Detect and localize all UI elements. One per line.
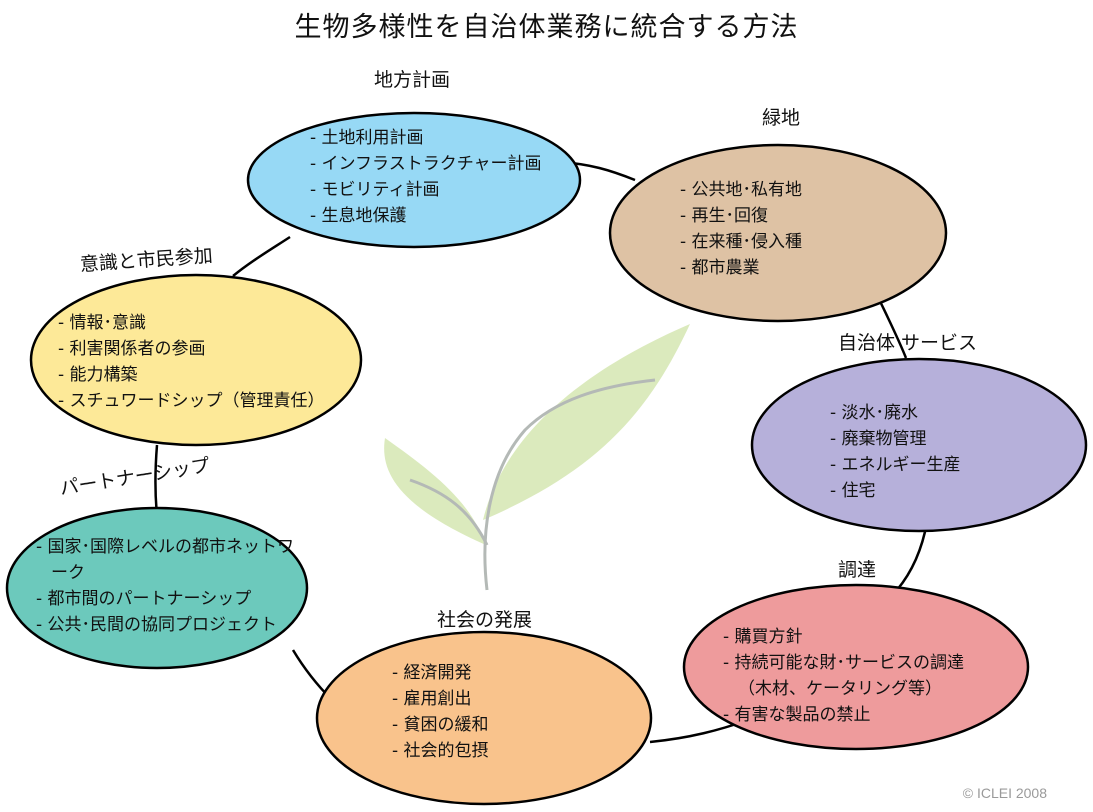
list-item: インフラストラクチャー計画 [310,151,542,177]
list-item: 再生･回復 [680,203,802,229]
node-label-procurement: 調達 [838,559,877,581]
list-item: 在来種･侵入種 [680,229,803,255]
list-item: 雇用創出 [392,686,489,712]
list-item: 有害な製品の禁止 [723,702,985,728]
node-items-municipal-services: 淡水･廃水 廃棄物管理 エネルギー生産 住宅 [830,400,961,504]
node-items-social-development: 経済開発 雇用創出 貧困の緩和 社会的包摂 [392,660,489,764]
node-items-procurement: 購買方針 持続可能な財･サービスの調達（木材、ケータリング等） 有害な製品の禁止 [723,624,985,728]
list-item: 情報･意識 [58,310,325,336]
list-item: 公共地･私有地 [680,177,803,203]
list-item: 利害関係者の参画 [58,336,325,362]
node-label-social-development: 社会の発展 [437,609,533,631]
list-item: モビリティ計画 [310,177,542,203]
list-item: 能力構築 [58,362,325,388]
sprout-stem [483,378,656,591]
node-items-local-planning: 土地利用計画 インフラストラクチャー計画 モビリティ計画 生息地保護 [310,125,542,229]
leaf-right [483,324,690,520]
list-item: 淡水･廃水 [830,400,961,426]
connector-line [232,235,291,277]
list-item: 社会的包摂 [392,738,489,764]
node-label-municipal-services: 自治体 サービス [838,332,978,354]
list-item: 廃棄物管理 [830,426,961,452]
list-item: エネルギー生産 [830,452,961,478]
list-item: スチュワードシップ（管理責任） [58,388,325,414]
list-item: 購買方針 [723,624,985,650]
node-items-awareness: 情報･意識 利害関係者の参画 能力構築 スチュワードシップ（管理責任） [58,310,325,414]
sprout-branch [409,478,489,546]
list-item: 生息地保護 [310,203,542,229]
node-items-green-space: 公共地･私有地 再生･回復 在来種･侵入種 都市農業 [680,177,803,281]
list-item: 持続可能な財･サービスの調達（木材、ケータリング等） [723,650,985,702]
list-item: 都市農業 [680,255,802,281]
list-item: 住宅 [830,478,961,504]
list-item: 公共･民間の協同プロジェクト [36,612,298,638]
sprout-illustration [384,324,690,591]
copyright-notice: © ICLEI 2008 [962,785,1047,801]
diagram-title: 生物多様性を自治体業務に統合する方法 [294,12,799,43]
list-item: 貧困の緩和 [392,712,489,738]
list-item: 都市間のパートナーシップ [36,586,298,612]
list-item: 土地利用計画 [310,125,542,151]
node-label-local-planning: 地方計画 [374,69,451,91]
node-items-partnership: 国家･国際レベルの都市ネットワーク 都市間のパートナーシップ 公共･民間の協同プ… [36,534,298,638]
list-item: 経済開発 [392,660,489,686]
node-label-green-space: 緑地 [762,107,801,129]
list-item: 国家･国際レベルの都市ネットワーク [36,534,298,586]
